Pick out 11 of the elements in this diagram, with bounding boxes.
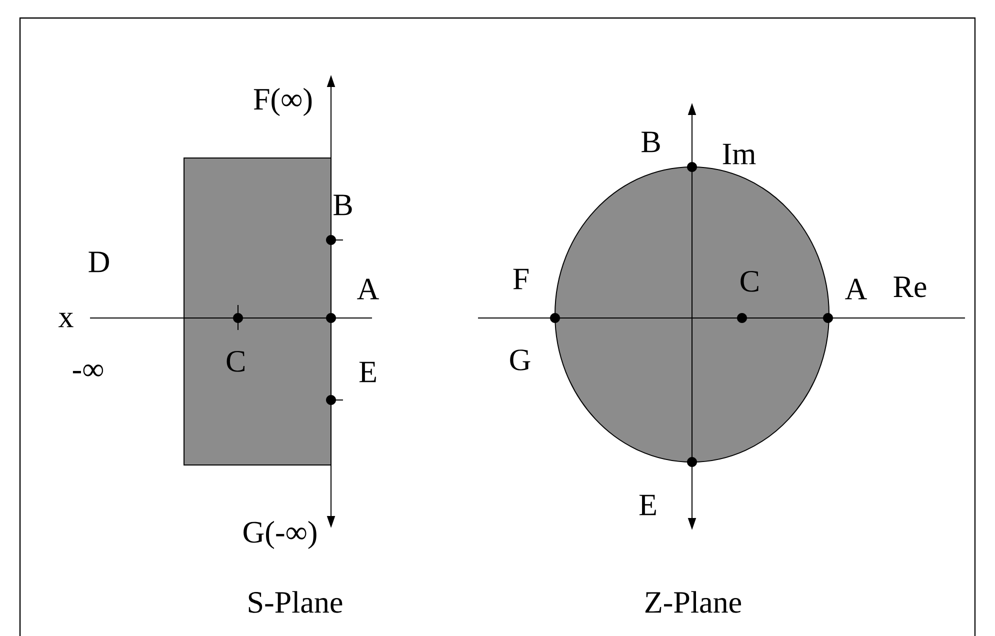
- point-label: F(∞): [254, 88, 312, 116]
- shaded-region: C: [184, 157, 332, 466]
- point-label: Z-Plane: [645, 591, 741, 613]
- point-label: G(-∞): [244, 520, 316, 550]
- point-label: x: [58, 312, 74, 328]
- point-label: D: [88, 252, 109, 272]
- point-label: Re: [894, 276, 926, 298]
- point-label: S-Plane: [248, 591, 342, 613]
- point-label: -∞: [72, 364, 104, 376]
- point-label: E: [359, 362, 376, 382]
- point-label: E: [639, 494, 656, 516]
